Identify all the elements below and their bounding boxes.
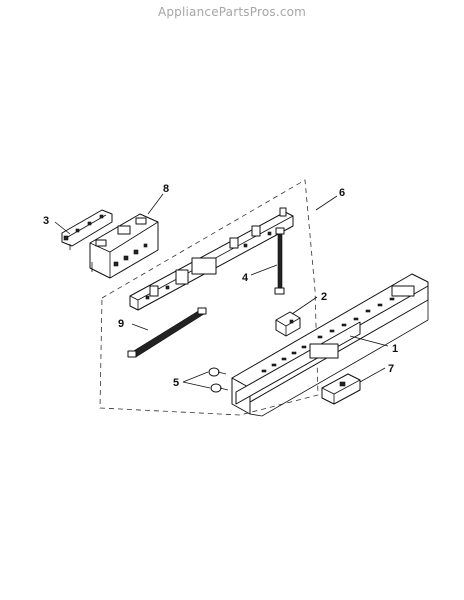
watermark: AppliancePartsPros.com <box>157 5 307 19</box>
callout-5: 5 <box>173 377 179 389</box>
callout-1: 1 <box>392 343 398 355</box>
part-4-cable <box>274 227 285 295</box>
callout-8: 8 <box>163 183 169 195</box>
leader-line-3 <box>54 221 71 235</box>
part-9-ribbon-cable <box>127 307 207 358</box>
leader-line-7 <box>359 367 386 383</box>
part-3-bracket <box>61 209 113 250</box>
part-8-control-board <box>89 213 159 279</box>
leader-line-8 <box>147 193 164 215</box>
leader-line-4 <box>250 264 278 276</box>
callout-7: 7 <box>388 363 394 375</box>
callout-3: 3 <box>43 215 49 227</box>
part-5-screws <box>208 367 229 393</box>
callout-9: 9 <box>118 318 124 330</box>
leader-line-5b <box>182 381 211 389</box>
part-2-clip <box>275 311 301 337</box>
leader-line-6 <box>315 195 338 211</box>
leader-line-1 <box>349 335 389 347</box>
part-6-mounting-rail <box>129 207 294 311</box>
callout-6: 6 <box>339 187 345 199</box>
leader-line-9 <box>131 323 149 331</box>
console-button-row <box>261 297 395 373</box>
callout-4: 4 <box>242 272 249 284</box>
assembly-boundary <box>99 179 319 416</box>
part-7-latch <box>321 373 361 405</box>
leader-line-5a <box>182 371 209 383</box>
leader-line-2 <box>291 296 318 315</box>
part-1-console <box>231 273 429 417</box>
callout-2: 2 <box>321 291 327 303</box>
